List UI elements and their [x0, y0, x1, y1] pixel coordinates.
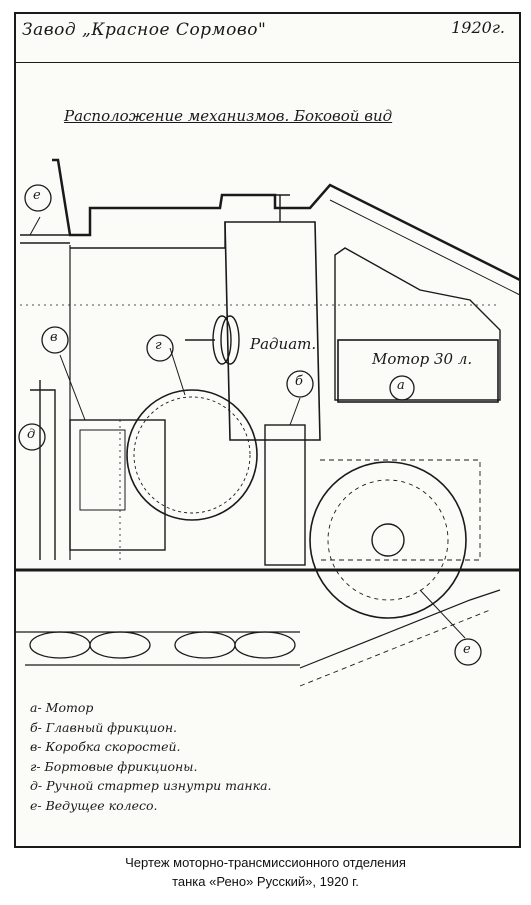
legend-item-drive-wheel: е- Ведущее колесо.: [30, 797, 158, 813]
legend-item-gearbox: в- Коробка скоростей.: [30, 739, 181, 755]
label-e-top: е: [33, 188, 41, 203]
drawing-title: Расположение механизмов. Боковой вид: [64, 107, 393, 125]
legend: а- Мотор б- Главный фрикцион. в- Коробка…: [30, 698, 272, 816]
plant-name: Завод „Красное Сормово": [22, 20, 267, 40]
label-side-clutch: г: [155, 338, 162, 353]
label-starter: д: [27, 427, 36, 442]
legend-item-side-clutches: г- Бортовые фрикционы.: [30, 758, 198, 774]
drawing-year: 1920г.: [451, 18, 505, 37]
caption-line-2: танка «Рено» Русский», 1920 г.: [172, 874, 359, 889]
caption-line-1: Чертеж моторно-трансмиссионного отделени…: [125, 855, 406, 870]
figure-caption: Чертеж моторно-трансмиссионного отделени…: [0, 853, 531, 891]
legend-item-main-clutch: б- Главный фрикцион.: [30, 719, 178, 735]
label-e-bottom: е: [463, 642, 471, 657]
mechanism-side-view: [15, 158, 521, 687]
label-motor-mark: а: [397, 378, 405, 393]
header-divider: [14, 62, 521, 63]
legend-item-starter: д- Ручной стартер изнутри танка.: [30, 778, 272, 794]
radiator-label: Радиат.: [250, 335, 317, 353]
label-gearbox: в: [50, 330, 58, 345]
label-main-clutch: б: [295, 374, 303, 389]
legend-item-motor: а- Мотор: [30, 700, 94, 715]
motor-label: Мотор 30 л.: [372, 350, 473, 368]
